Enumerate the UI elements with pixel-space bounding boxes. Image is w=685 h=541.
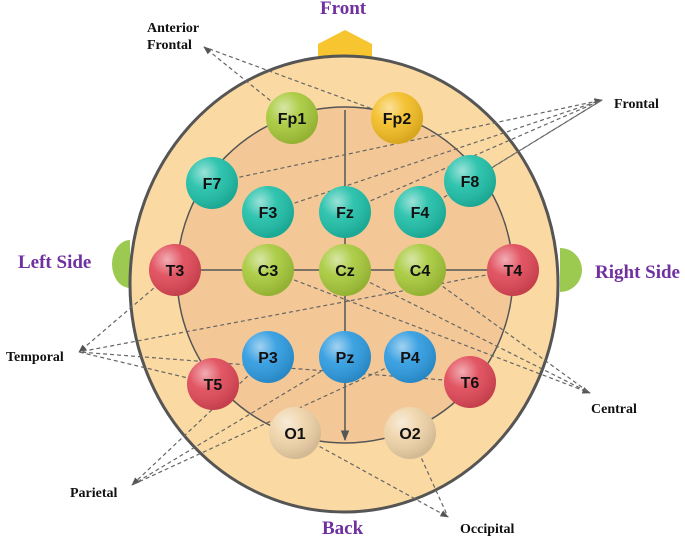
electrode-fp2: Fp2	[371, 92, 423, 144]
electrode-o1-label: O1	[284, 426, 305, 443]
electrode-pz-shine	[319, 331, 371, 383]
electrode-fp2-label: Fp2	[383, 111, 412, 128]
back-label: Back	[322, 518, 364, 539]
occipital-label: Occipital	[460, 522, 515, 537]
electrode-t6: T6	[444, 356, 496, 408]
electrode-t6-shine	[444, 356, 496, 408]
left-ear	[112, 240, 130, 288]
left-side-label: Left Side	[18, 252, 92, 273]
electrode-pz: Pz	[319, 331, 371, 383]
electrode-f4-shine	[394, 186, 446, 238]
anterior-frontal-label: Anterior Frontal	[147, 20, 199, 54]
anterior-frontal-line-2: Frontal	[147, 38, 192, 53]
electrode-p3-shine	[242, 331, 294, 383]
front-label: Front	[320, 0, 367, 19]
electrode-fz-shine	[319, 186, 371, 238]
electrode-t4-label: T4	[504, 263, 523, 280]
electrode-f7-label: F7	[203, 176, 222, 193]
electrode-fz: Fz	[319, 186, 371, 238]
electrode-f4-label: F4	[411, 205, 430, 222]
central-label: Central	[591, 402, 637, 417]
electrode-f7: F7	[186, 157, 238, 209]
electrode-o1-shine	[269, 407, 321, 459]
electrode-pz-label: Pz	[336, 350, 355, 367]
electrode-t5-label: T5	[204, 377, 223, 394]
electrode-f3-label: F3	[259, 205, 278, 222]
electrode-f8-label: F8	[461, 174, 480, 191]
electrode-o1: O1	[269, 407, 321, 459]
electrode-cz-label: Cz	[335, 263, 355, 280]
electrode-fp2-shine	[371, 92, 423, 144]
electrode-t4-shine	[487, 244, 539, 296]
right-ear	[560, 248, 582, 292]
electrode-t5: T5	[187, 358, 239, 410]
electrode-t3: T3	[149, 244, 201, 296]
electrode-fp1: Fp1	[266, 92, 318, 144]
electrode-p3: P3	[242, 331, 294, 383]
electrode-f3-shine	[242, 186, 294, 238]
electrode-t5-shine	[187, 358, 239, 410]
electrode-o2-shine	[384, 407, 436, 459]
electrode-p3-label: P3	[258, 350, 278, 367]
electrode-p4-label: P4	[400, 350, 420, 367]
electrode-cz-shine	[319, 244, 371, 296]
electrode-t4: T4	[487, 244, 539, 296]
electrode-p4: P4	[384, 331, 436, 383]
electrode-c3-shine	[242, 244, 294, 296]
parietal-label: Parietal	[70, 486, 118, 501]
electrode-o2-label: O2	[399, 426, 420, 443]
electrode-f7-shine	[186, 157, 238, 209]
electrode-c3: C3	[242, 244, 294, 296]
right-side-label: Right Side	[595, 262, 680, 283]
electrode-f4: F4	[394, 186, 446, 238]
electrode-fz-label: Fz	[336, 205, 354, 222]
electrode-o2: O2	[384, 407, 436, 459]
electrode-f8: F8	[444, 155, 496, 207]
electrode-t3-label: T3	[166, 263, 185, 280]
electrode-c4-shine	[394, 244, 446, 296]
temporal-label: Temporal	[6, 350, 64, 365]
electrode-p4-shine	[384, 331, 436, 383]
electrode-t3-shine	[149, 244, 201, 296]
electrode-t6-label: T6	[461, 375, 480, 392]
electrode-cz: Cz	[319, 244, 371, 296]
electrode-c4-label: C4	[410, 263, 431, 280]
frontal-label: Frontal	[614, 97, 659, 112]
electrode-fp1-label: Fp1	[278, 111, 307, 128]
electrode-fp1-shine	[266, 92, 318, 144]
electrode-c3-label: C3	[258, 263, 279, 280]
electrode-f3: F3	[242, 186, 294, 238]
nose	[318, 30, 372, 62]
electrode-c4: C4	[394, 244, 446, 296]
electrode-f8-shine	[444, 155, 496, 207]
anterior-frontal-line-1: Anterior	[147, 21, 200, 36]
